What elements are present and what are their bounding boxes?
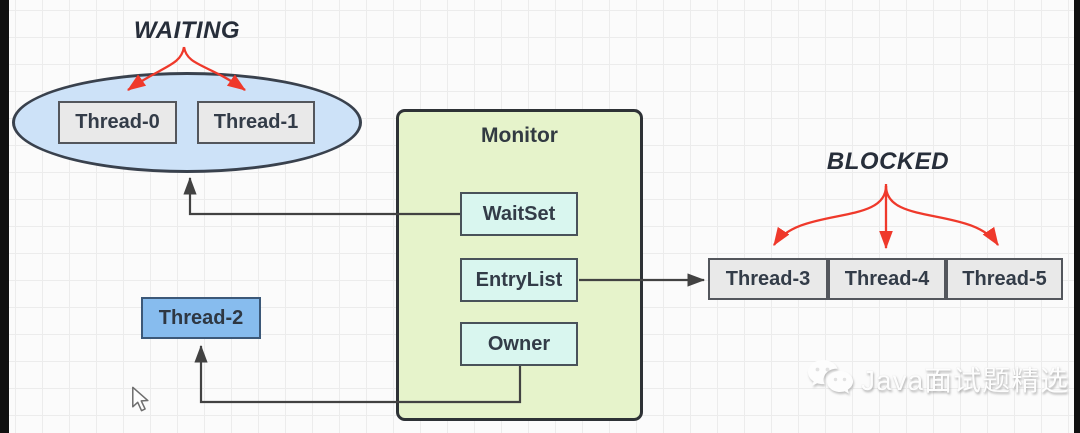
blocked-state-label: BLOCKED (826, 148, 950, 175)
watermark-text: Java面试题精选 (861, 365, 1070, 396)
thread-5-box: Thread-5 (946, 258, 1063, 300)
monitor-title: Monitor (481, 124, 558, 147)
thread-1-box: Thread-1 (197, 101, 315, 144)
waiting-state-label: WAITING (133, 17, 241, 44)
owner-box: Owner (460, 322, 578, 366)
entrylist-box: EntryList (460, 258, 578, 302)
blocked-fork-arrows (773, 184, 999, 250)
thread-4-box: Thread-4 (828, 258, 946, 300)
thread-0-box: Thread-0 (58, 101, 177, 144)
thread-3-box: Thread-3 (708, 258, 828, 300)
waitset-box: WaitSet (460, 192, 578, 236)
left-edge-bar (0, 0, 9, 433)
wechat-icon (808, 360, 853, 394)
watermark: Java面试题精选 (806, 358, 1069, 400)
thread-2-box: Thread-2 (141, 297, 261, 339)
cursor-icon (132, 386, 149, 412)
right-edge-bar (1074, 0, 1080, 433)
